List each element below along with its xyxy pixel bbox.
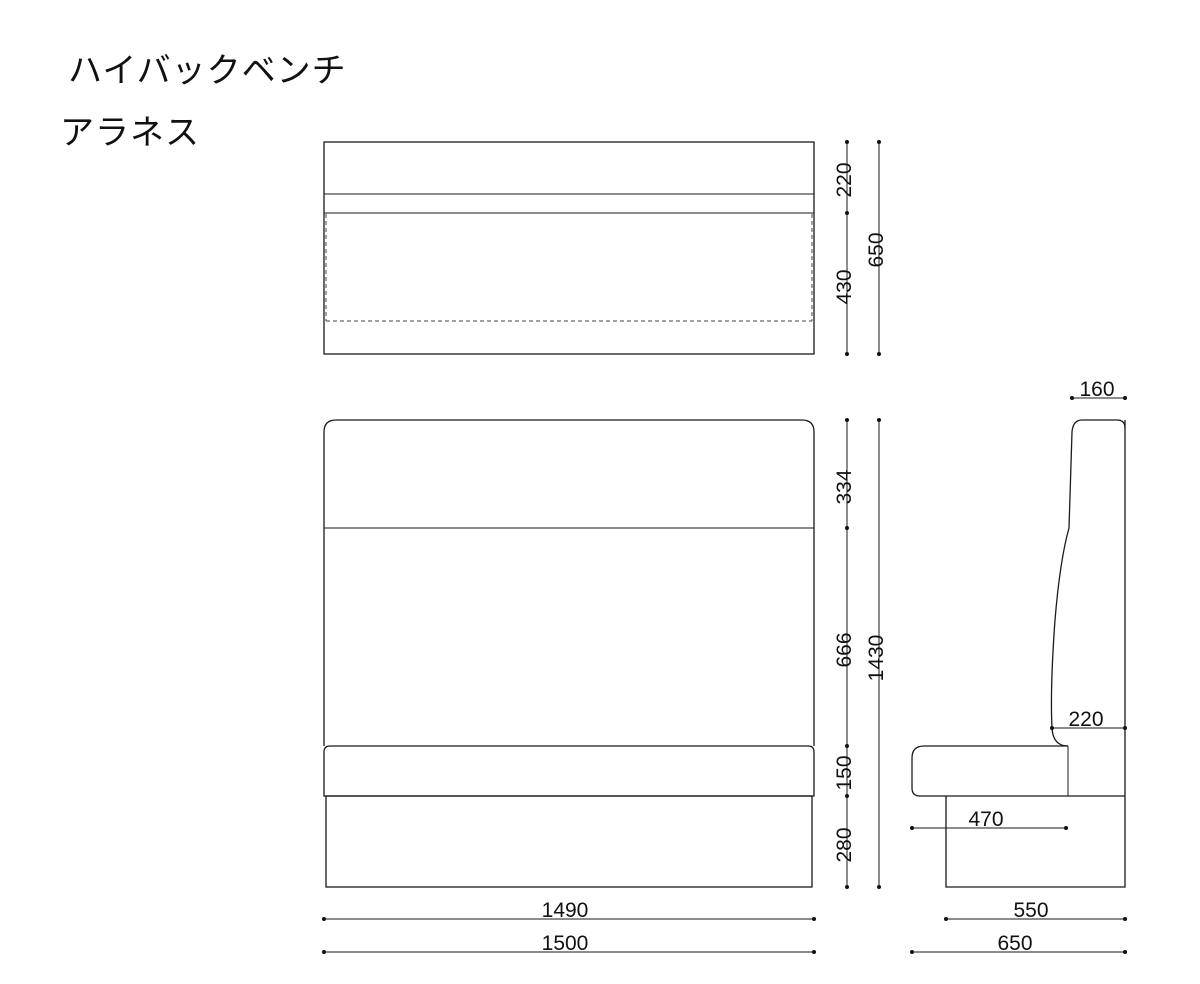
top-view-dimensions: 220 430 650 — [833, 140, 888, 356]
dim-tick — [910, 950, 914, 954]
dim-tick — [322, 917, 326, 921]
dim-tick — [877, 885, 881, 889]
dim-top-back-depth: 220 — [833, 162, 856, 197]
dim-tick — [944, 917, 948, 921]
dim-front-back-lower: 666 — [833, 632, 856, 667]
dim-tick — [845, 744, 849, 748]
dim-tick — [812, 917, 816, 921]
dim-tick — [845, 140, 849, 144]
dim-front-inner-width: 1490 — [542, 899, 589, 922]
front-view-seat-cushion — [323, 745, 815, 797]
dim-tick — [910, 826, 914, 830]
dim-tick — [1123, 396, 1127, 400]
dim-front-total-width: 1500 — [542, 932, 589, 955]
side-view-back-top — [1082, 419, 1126, 429]
side-view — [911, 419, 1126, 888]
front-view-base — [325, 795, 813, 888]
dim-front-base-height: 280 — [833, 827, 856, 862]
side-view-seat-cushion — [911, 745, 1125, 797]
dim-front-back-upper: 334 — [833, 469, 856, 504]
dim-front-total-height: 1430 — [865, 635, 888, 682]
dim-tick — [1050, 726, 1054, 730]
dim-tick — [845, 885, 849, 889]
top-view — [323, 141, 815, 355]
side-view-dimensions: 160 220 470 550 650 — [910, 378, 1127, 955]
side-view-back-profile — [1050, 419, 1083, 747]
dim-tick — [1123, 726, 1127, 730]
dim-top-total-depth: 650 — [865, 232, 888, 267]
dim-side-back-bottom: 220 — [1068, 708, 1103, 731]
dim-tick — [877, 418, 881, 422]
dim-tick — [877, 140, 881, 144]
product-type-title: ハイバックベンチ — [68, 51, 347, 91]
front-view-vertical-dimensions: 334 666 150 280 1430 — [833, 418, 888, 889]
dim-front-seat-thickness: 150 — [833, 755, 856, 790]
dim-top-seat-depth: 430 — [833, 269, 856, 304]
dim-side-seat-depth: 470 — [968, 808, 1003, 831]
dim-tick — [845, 211, 849, 215]
dim-side-back-top: 160 — [1079, 378, 1114, 401]
front-view-back-upper — [323, 419, 815, 528]
dim-tick — [1123, 950, 1127, 954]
dim-side-base-depth: 550 — [1013, 899, 1048, 922]
dim-tick — [845, 418, 849, 422]
dim-tick — [1070, 396, 1074, 400]
front-view — [323, 419, 815, 888]
dim-tick — [845, 526, 849, 530]
top-view-outline — [323, 141, 815, 355]
dim-tick — [845, 794, 849, 798]
dim-side-total-depth: 650 — [997, 932, 1032, 955]
dim-tick — [1123, 917, 1127, 921]
side-view-base-outline — [945, 420, 1126, 888]
dim-tick — [812, 950, 816, 954]
dim-tick — [877, 352, 881, 356]
dim-tick — [322, 950, 326, 954]
front-view-horizontal-dimensions: 1490 1500 — [322, 899, 816, 955]
dim-tick — [845, 352, 849, 356]
model-name-title: アラネス — [60, 113, 200, 153]
dim-tick — [1064, 826, 1068, 830]
